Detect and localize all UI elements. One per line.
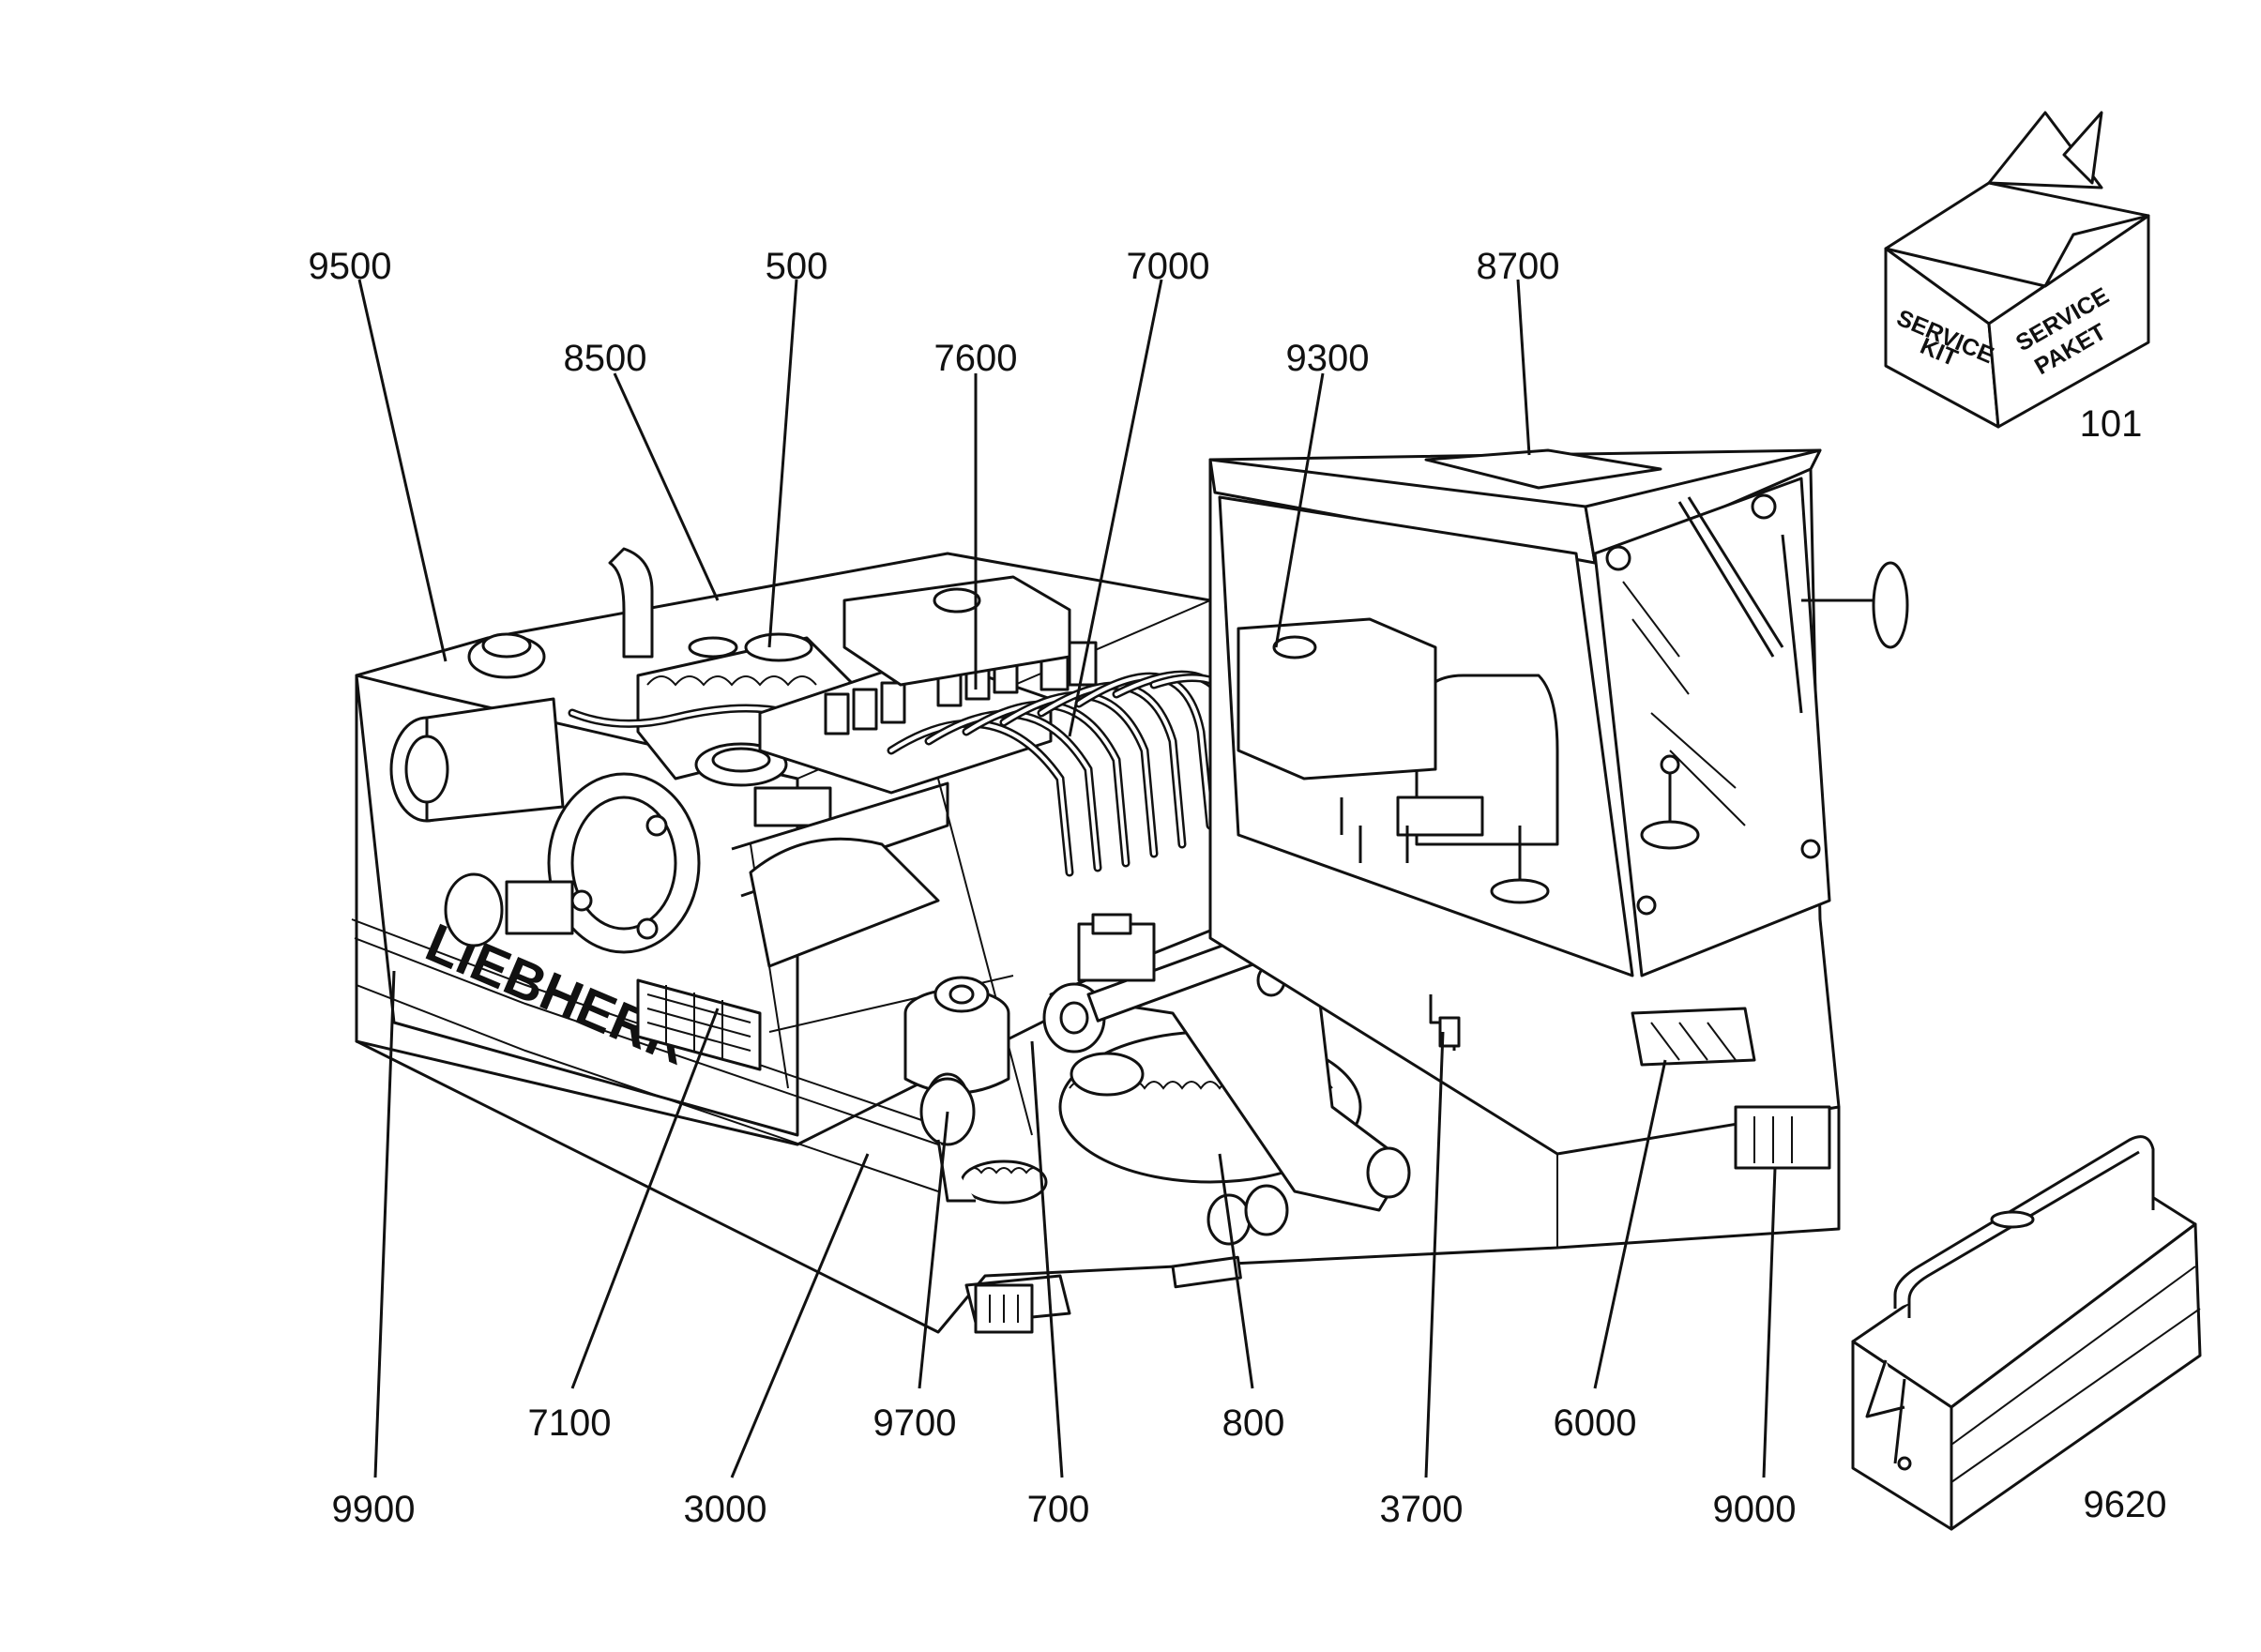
callout-3700: 3700 <box>1380 1489 1464 1530</box>
leader-6000 <box>1593 1059 1667 1389</box>
leader-9500 <box>357 279 448 662</box>
leader-lines <box>357 279 1777 1478</box>
air-filter <box>389 632 565 823</box>
leader-700 <box>1030 1040 1064 1478</box>
leader-3700 <box>1424 1031 1445 1478</box>
leader-8700 <box>1516 279 1531 456</box>
callout-7600: 7600 <box>934 338 1018 379</box>
leader-800 <box>1218 1153 1254 1389</box>
operator-cabin <box>1208 448 1909 1156</box>
leader-7100 <box>570 1008 720 1389</box>
grille-panel <box>636 978 762 1071</box>
callout-500: 500 <box>766 246 828 287</box>
callout-labels: 9500 500 7000 8700 8500 7600 9300 101 71… <box>309 246 2167 1530</box>
leader-9900 <box>373 970 396 1478</box>
cab-step <box>1631 1007 1831 1170</box>
callout-9300: 9300 <box>1286 338 1370 379</box>
leader-8500 <box>613 372 720 601</box>
excavator-upper-structure-drawing: LIEBHERR <box>351 448 1909 1334</box>
hydraulic-pump <box>444 772 701 954</box>
callout-8500: 8500 <box>564 338 647 379</box>
leader-7000 <box>1068 279 1163 737</box>
callout-9700: 9700 <box>873 1402 957 1444</box>
leader-500 <box>767 279 798 648</box>
callout-800: 800 <box>1222 1402 1285 1444</box>
callout-7000: 7000 <box>1127 246 1210 287</box>
callout-7100: 7100 <box>528 1402 612 1444</box>
callout-9900: 9900 <box>332 1489 416 1530</box>
tool-box <box>1851 1135 2202 1531</box>
callout-3000: 3000 <box>684 1489 767 1530</box>
hose-bundle <box>887 670 1262 877</box>
leader-3000 <box>730 1153 870 1478</box>
callout-8700: 8700 <box>1477 246 1560 287</box>
leader-9700 <box>918 1111 949 1389</box>
leader-9300 <box>1274 372 1325 648</box>
callout-9000: 9000 <box>1713 1489 1797 1530</box>
callout-6000: 6000 <box>1554 1402 1637 1444</box>
service-kit-box: SERVICE KIT SERVICE PAKET <box>1884 111 2150 429</box>
leader-9000 <box>1762 1167 1777 1478</box>
callout-9620: 9620 <box>2084 1484 2167 1525</box>
callout-101: 101 <box>2080 403 2143 445</box>
callout-9500: 9500 <box>309 246 392 287</box>
callout-700: 700 <box>1027 1489 1090 1530</box>
